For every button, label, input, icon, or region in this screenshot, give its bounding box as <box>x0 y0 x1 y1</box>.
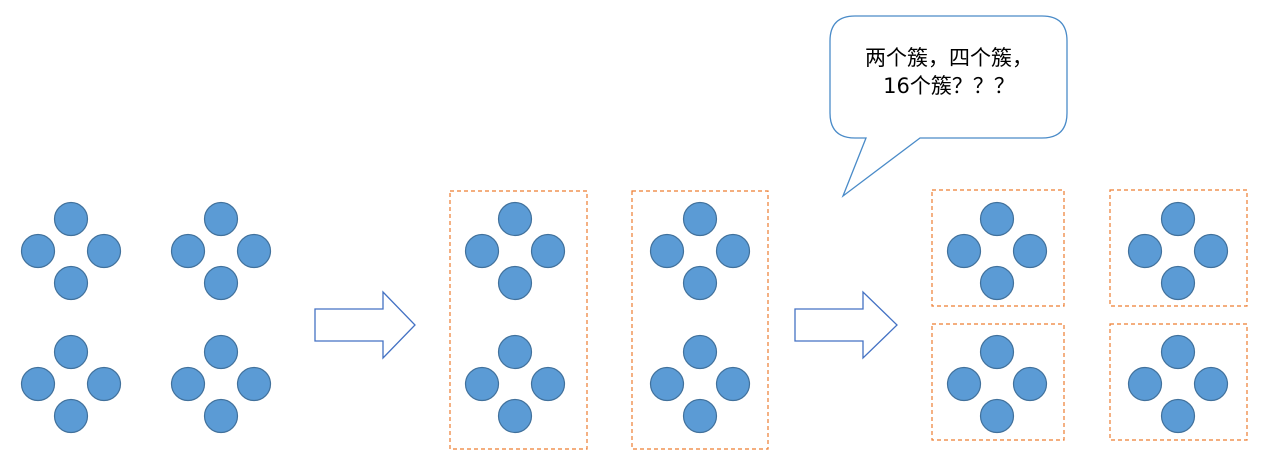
dot-cluster <box>170 334 272 434</box>
blue-dot <box>86 366 122 402</box>
blue-dot <box>1193 233 1229 269</box>
blue-dot <box>1127 233 1163 269</box>
blue-dot <box>236 233 272 269</box>
blue-dot <box>497 201 533 237</box>
blue-dot <box>1012 366 1048 402</box>
blue-dot <box>1160 265 1196 301</box>
dot-cluster <box>649 334 751 434</box>
blue-dot <box>715 233 751 269</box>
blue-dot <box>682 201 718 237</box>
blue-dot <box>497 398 533 434</box>
dot-cluster <box>464 334 566 434</box>
dot-cluster <box>649 201 751 301</box>
blue-dot <box>682 334 718 370</box>
right-arrow-icon <box>314 290 416 360</box>
blue-dot <box>682 265 718 301</box>
dot-groups <box>20 201 1229 434</box>
blue-dot <box>649 233 685 269</box>
blue-dot <box>53 265 89 301</box>
right-arrow-icon <box>794 290 898 360</box>
cluster-box <box>1109 189 1248 307</box>
blue-dot <box>649 366 685 402</box>
blue-dot <box>946 366 982 402</box>
cluster-boxes <box>449 189 1248 450</box>
cluster-box <box>1109 323 1248 441</box>
blue-dot <box>979 334 1015 370</box>
blue-dot <box>1160 398 1196 434</box>
blue-dot <box>946 233 982 269</box>
blue-dot <box>464 233 500 269</box>
blue-dot <box>203 265 239 301</box>
blue-dot <box>170 366 206 402</box>
blue-dot <box>715 366 751 402</box>
blue-dot <box>979 398 1015 434</box>
blue-dot <box>236 366 272 402</box>
blue-dot <box>464 366 500 402</box>
blue-dot <box>497 334 533 370</box>
blue-dot <box>530 233 566 269</box>
dot-cluster <box>1127 201 1229 301</box>
blue-dot <box>203 334 239 370</box>
blue-dot <box>530 366 566 402</box>
speech-bubble-text: 两个簇，四个簇， 16个簇？？？ <box>832 44 1066 100</box>
blue-dot <box>1127 366 1163 402</box>
blue-dot <box>203 398 239 434</box>
dot-cluster <box>946 201 1048 301</box>
blue-dot <box>20 366 56 402</box>
blue-dot <box>20 233 56 269</box>
dot-cluster <box>1127 334 1229 434</box>
blue-dot <box>53 334 89 370</box>
callout-line-2: 16个簇？？？ <box>883 74 1015 98</box>
blue-dot <box>1012 233 1048 269</box>
cluster-box <box>449 190 588 450</box>
cluster-box <box>931 323 1065 441</box>
blue-dot <box>86 233 122 269</box>
cluster-box <box>931 189 1065 307</box>
callout-line-1: 两个簇，四个簇， <box>865 46 1033 70</box>
blue-dot <box>1193 366 1229 402</box>
cluster-box <box>631 190 769 450</box>
blue-dot <box>682 398 718 434</box>
dot-cluster <box>20 334 122 434</box>
blue-dot <box>53 201 89 237</box>
dot-cluster <box>20 201 122 301</box>
blue-dot <box>170 233 206 269</box>
dot-cluster <box>170 201 272 301</box>
dot-cluster <box>464 201 566 301</box>
blue-dot <box>53 398 89 434</box>
blue-dot <box>1160 334 1196 370</box>
blue-dot <box>979 201 1015 237</box>
blue-dot <box>979 265 1015 301</box>
dot-cluster <box>946 334 1048 434</box>
blue-dot <box>497 265 533 301</box>
blue-dot <box>1160 201 1196 237</box>
speech-bubble <box>829 15 1068 198</box>
blue-dot <box>203 201 239 237</box>
